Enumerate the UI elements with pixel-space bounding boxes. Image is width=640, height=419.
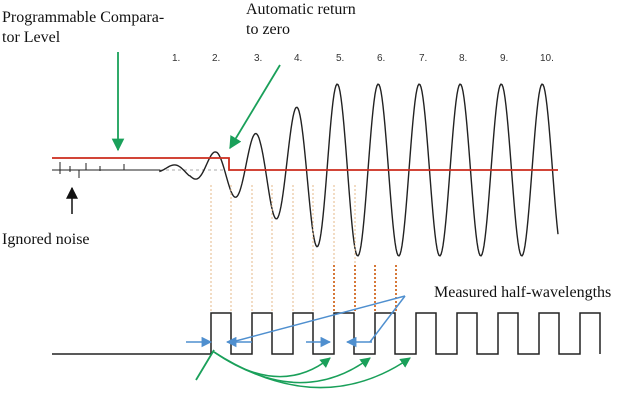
auto-return-label-line1: Automatic return <box>246 1 356 18</box>
dotted-guides <box>210 185 397 313</box>
signal-wave <box>159 83 559 257</box>
comparator-label-line1: Programmable Compara- <box>2 9 165 26</box>
cycle-number: 4. <box>294 53 303 64</box>
cycle-number: 1. <box>172 53 181 64</box>
square-wave <box>52 312 601 355</box>
cycle-number: 2. <box>212 53 221 64</box>
cycle-number: 6. <box>377 53 386 64</box>
cycle-number: 5. <box>336 53 345 64</box>
green-curve-1 <box>213 351 331 378</box>
auto-return-label-line2: to zero <box>246 21 290 38</box>
cycle-number: 8. <box>459 53 468 64</box>
cycle-number: 7. <box>419 53 428 64</box>
cycle-number: 10. <box>540 53 554 64</box>
green-curve-2 <box>213 351 371 384</box>
comparator-level-line <box>52 157 558 171</box>
ignored-noise-label: Ignored noise <box>2 231 90 248</box>
noise-ticks <box>52 162 160 178</box>
green-pointer-line <box>195 349 215 381</box>
auto-return-arrow <box>229 64 281 150</box>
green-curve-3 <box>213 351 411 389</box>
blue-arrows <box>186 295 406 348</box>
cycle-number: 3. <box>254 53 263 64</box>
measured-half-wavelengths-label: Measured half-wavelengths <box>434 284 612 301</box>
comparator-label-line2: tor Level <box>2 29 61 46</box>
cycle-number: 9. <box>500 53 509 64</box>
